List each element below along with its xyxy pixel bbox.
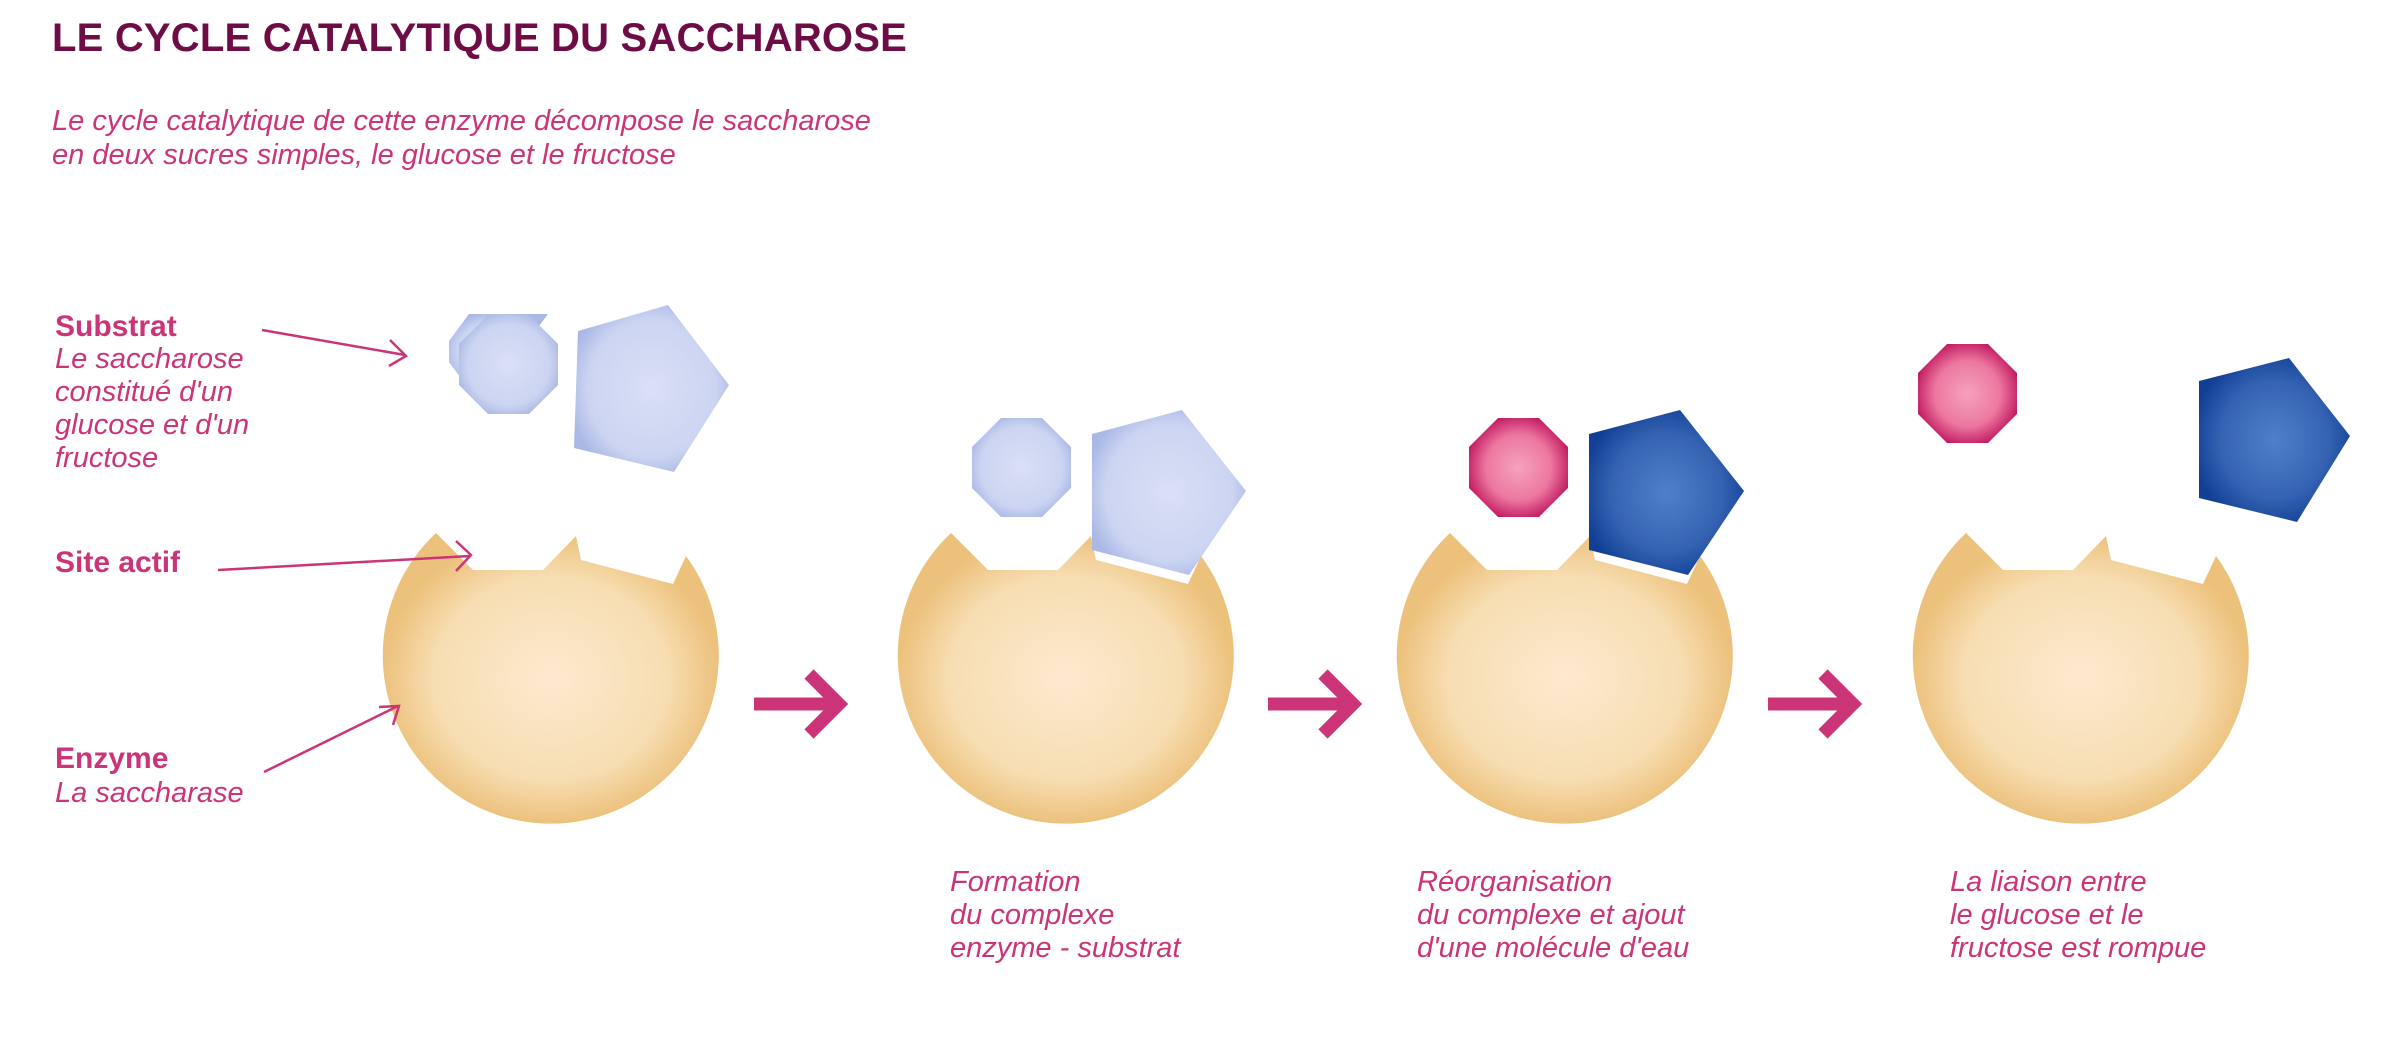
pointer-arrow-icon bbox=[261, 328, 409, 368]
diagram-title: LE CYCLE CATALYTIQUE DU SACCHAROSE bbox=[52, 16, 908, 60]
enzyme-label: Enzyme bbox=[55, 742, 169, 775]
pointer-arrow-icon bbox=[217, 540, 473, 572]
caption-line: fructose est rompue bbox=[1950, 932, 2207, 964]
caption-line: enzyme - substrat bbox=[950, 932, 1181, 964]
substrat-desc-line: constitué d'un bbox=[55, 376, 234, 408]
caption-line: Formation bbox=[950, 866, 1081, 898]
diagram-subtitle: Le cycle catalytique de cette enzyme déc… bbox=[52, 104, 871, 172]
step-4-caption: La liaison entre le glucose et le fructo… bbox=[1950, 866, 2206, 965]
step-3-caption: Réorganisation du complexe et ajout d'un… bbox=[1417, 866, 1689, 965]
fructose-pentagon bbox=[2199, 358, 2350, 522]
glucose-octagon bbox=[1469, 418, 1568, 517]
enzyme-desc-line: La saccharase bbox=[55, 777, 244, 809]
subtitle-line: en deux sucres simples, le glucose et le… bbox=[52, 139, 676, 171]
site-actif-label: Site actif bbox=[55, 546, 181, 579]
enzyme-shape bbox=[382, 533, 719, 824]
caption-line: Réorganisation bbox=[1417, 866, 1613, 898]
right-arrow-icon bbox=[754, 669, 849, 739]
caption-line: du complexe et ajout bbox=[1417, 899, 1685, 931]
caption-line: le glucose et le bbox=[1950, 899, 2144, 931]
right-arrow-icon bbox=[1768, 669, 1863, 739]
pointer-arrow-icon bbox=[263, 704, 401, 774]
glucose-octagon bbox=[459, 315, 558, 414]
caption-line: d'une molécule d'eau bbox=[1417, 932, 1690, 964]
enzyme-description: La saccharase bbox=[55, 777, 244, 810]
caption-line: La liaison entre bbox=[1950, 866, 2147, 898]
glucose-octagon bbox=[972, 418, 1071, 517]
substrat-description: Le saccharose constitué d'un glucose et … bbox=[55, 343, 249, 475]
fructose-pentagon bbox=[1092, 410, 1246, 575]
right-arrow-icon bbox=[1268, 669, 1363, 739]
enzyme-shape bbox=[1396, 533, 1733, 824]
fructose-pentagon bbox=[574, 305, 729, 472]
substrat-desc-line: glucose et d'un bbox=[55, 409, 250, 441]
subtitle-line: Le cycle catalytique de cette enzyme déc… bbox=[52, 105, 871, 137]
substrat-desc-line: Le saccharose bbox=[55, 343, 244, 375]
substrat-label: Substrat bbox=[55, 310, 177, 343]
glucose-octagon bbox=[1918, 344, 2017, 443]
enzyme-shape bbox=[1912, 533, 2249, 824]
enzyme-shape bbox=[897, 533, 1234, 824]
caption-line: du complexe bbox=[950, 899, 1115, 931]
fructose-pentagon bbox=[1589, 410, 1744, 575]
step-2-caption: Formation du complexe enzyme - substrat bbox=[950, 866, 1180, 965]
substrat-desc-line: fructose bbox=[55, 442, 159, 474]
